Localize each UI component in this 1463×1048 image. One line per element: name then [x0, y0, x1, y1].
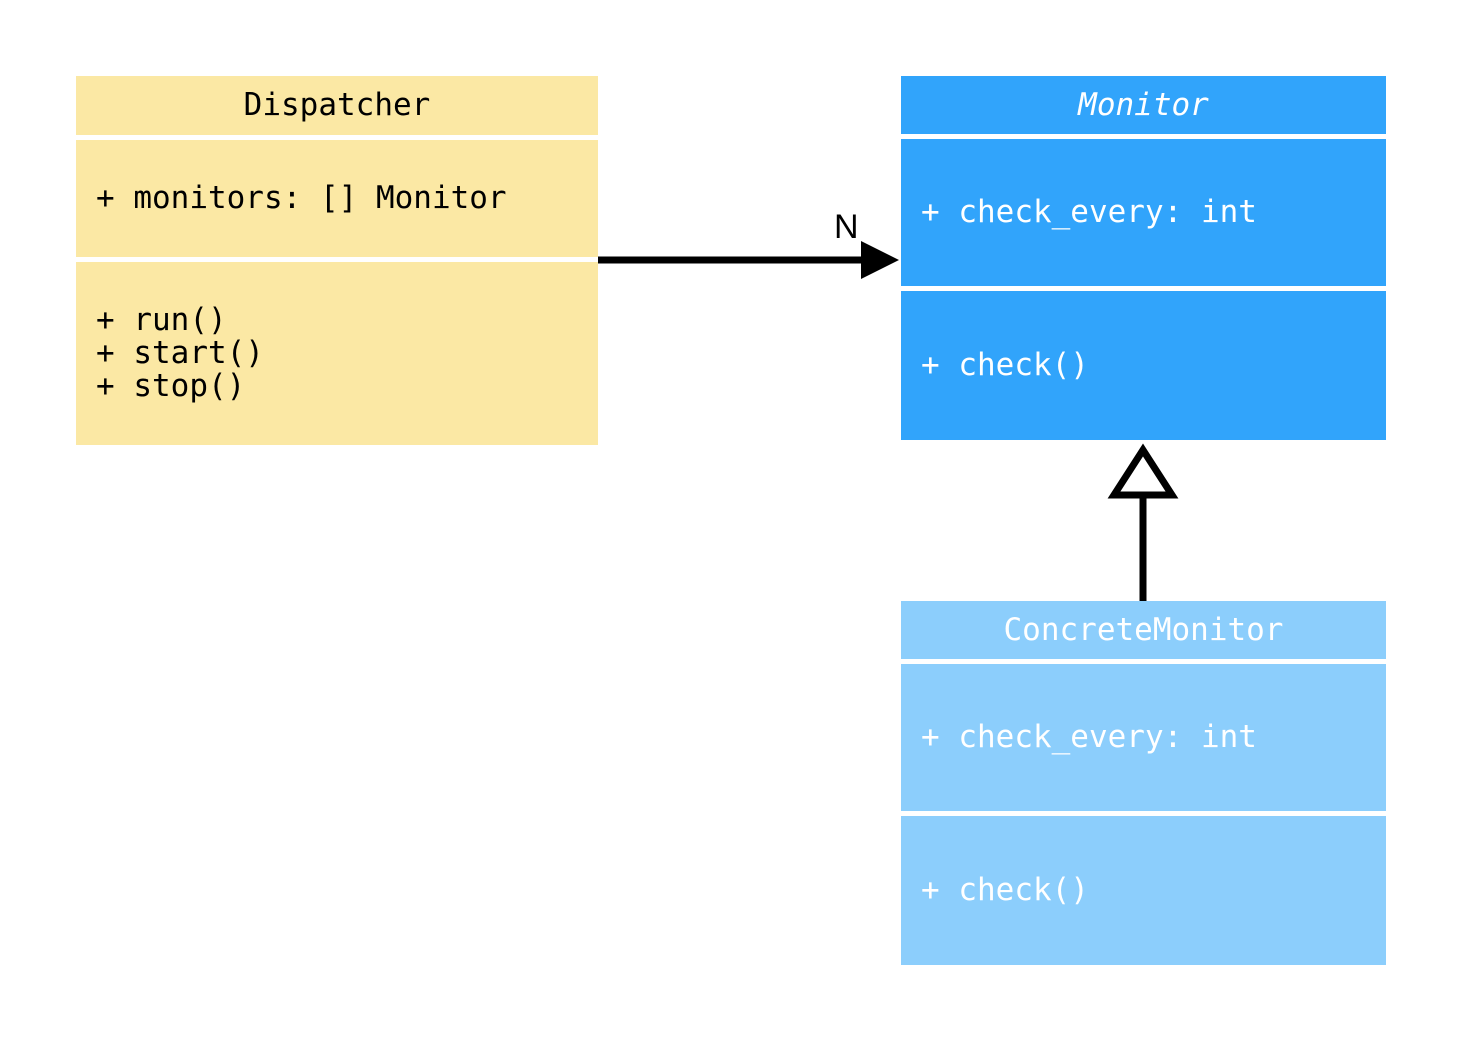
class-attributes-monitor: + check_every: int	[901, 139, 1386, 286]
class-box-dispatcher[interactable]: Dispatcher + monitors: [] Monitor + run(…	[76, 76, 598, 445]
association-dispatcher-monitor	[598, 241, 899, 279]
class-methods-monitor: + check()	[901, 291, 1386, 440]
attribute-row: + monitors: [] Monitor	[96, 180, 507, 216]
attribute-row: + check_every: int	[921, 194, 1257, 230]
class-attributes-dispatcher: + monitors: [] Monitor	[76, 140, 598, 257]
method-row: + stop()	[96, 368, 246, 404]
class-methods-concrete-monitor: + check()	[901, 816, 1386, 965]
class-title-concrete-monitor: ConcreteMonitor	[901, 601, 1386, 659]
inheritance-triangle-icon	[1107, 443, 1179, 499]
class-attributes-concrete-monitor: + check_every: int	[901, 664, 1386, 811]
method-row: + check()	[921, 347, 1089, 383]
attribute-row: + check_every: int	[921, 719, 1257, 755]
method-row: + start()	[96, 335, 264, 371]
class-methods-dispatcher: + run() + start() + stop()	[76, 262, 598, 445]
class-box-monitor[interactable]: Monitor + check_every: int + check()	[901, 76, 1386, 445]
multiplicity-label-n: N	[834, 208, 859, 246]
method-row: + run()	[96, 302, 227, 338]
class-title-dispatcher: Dispatcher	[76, 76, 598, 135]
class-title-monitor: Monitor	[901, 76, 1386, 134]
inheritance-concrete-monitor-monitor	[1107, 443, 1179, 601]
method-row: + check()	[921, 872, 1089, 908]
class-box-concrete-monitor[interactable]: ConcreteMonitor + check_every: int + che…	[901, 601, 1386, 970]
association-arrowhead-icon	[861, 241, 899, 279]
